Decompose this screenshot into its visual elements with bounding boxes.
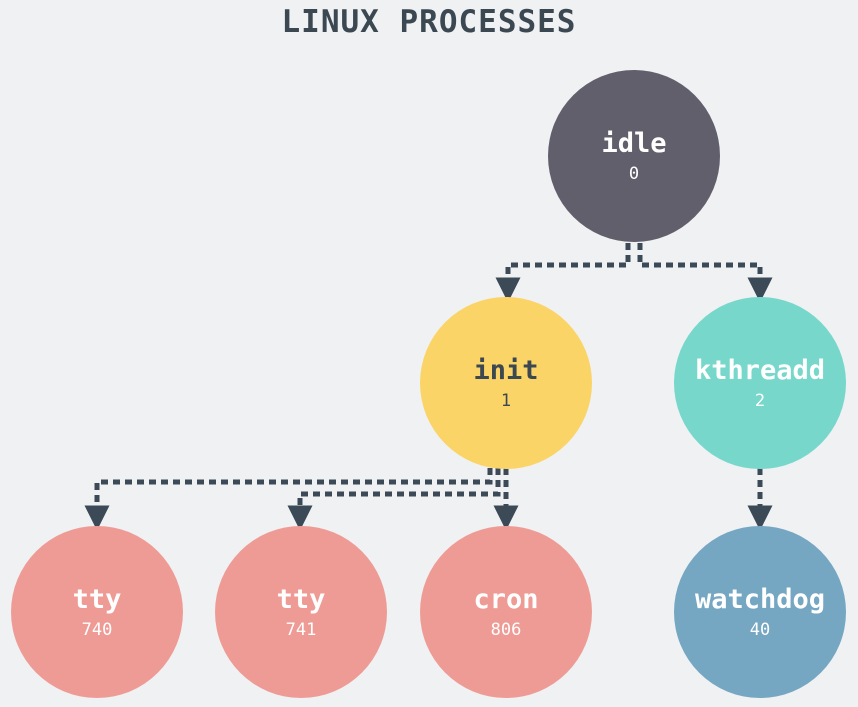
process-name: cron xyxy=(473,583,539,615)
process-pid: 0 xyxy=(628,164,640,184)
process-pid: 1 xyxy=(500,391,512,411)
process-name: kthreadd xyxy=(694,354,826,386)
process-pid: 40 xyxy=(749,620,771,640)
process-node-tty-740[interactable]: tty 740 xyxy=(11,526,183,698)
process-pid: 741 xyxy=(285,620,317,640)
process-name: init xyxy=(473,354,539,386)
diagram-title: LINUX PROCESSES xyxy=(281,4,577,40)
process-node-watchdog[interactable]: watchdog 40 xyxy=(674,526,846,698)
process-name: watchdog xyxy=(694,583,826,615)
process-name: idle xyxy=(601,127,667,159)
process-node-kthreadd[interactable]: kthreadd 2 xyxy=(674,297,846,469)
edge-init-tty741 xyxy=(287,468,501,531)
edge-init-tty740 xyxy=(84,468,493,531)
process-name: tty xyxy=(72,583,122,615)
process-name: tty xyxy=(276,583,326,615)
process-node-init[interactable]: init 1 xyxy=(420,297,592,469)
process-node-idle[interactable]: idle 0 xyxy=(548,70,720,242)
process-node-cron[interactable]: cron 806 xyxy=(420,526,592,698)
process-pid: 806 xyxy=(490,620,522,640)
process-pid: 740 xyxy=(81,620,113,640)
edge-idle-kthreadd xyxy=(637,243,773,303)
process-node-tty-741[interactable]: tty 741 xyxy=(215,526,387,698)
process-pid: 2 xyxy=(754,391,766,411)
edge-idle-init xyxy=(495,243,631,303)
